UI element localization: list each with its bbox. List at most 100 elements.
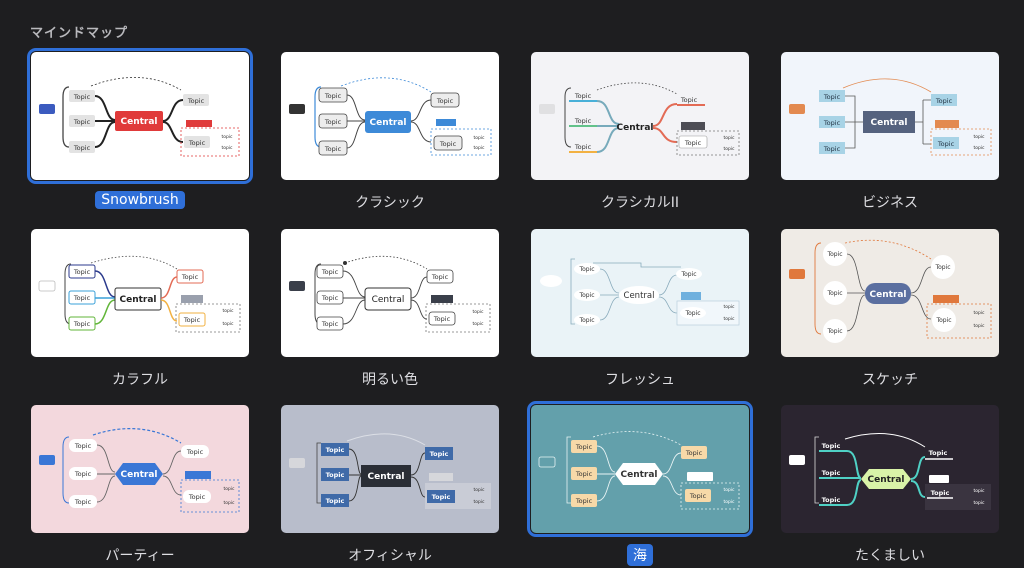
- svg-text:topic: topic: [723, 316, 735, 322]
- svg-text:topic: topic: [723, 487, 735, 493]
- preview-snowbrush: Topic Topic Topic Central Topic Topic to…: [39, 77, 240, 157]
- theme-label-business[interactable]: ビジネス: [862, 195, 918, 211]
- theme-label-official[interactable]: オフィシャル: [348, 548, 432, 564]
- theme-card-colorful[interactable]: Topic Topic Topic Central Topic Topic to…: [31, 229, 249, 357]
- preview-sketch: Topic Topic Topic Central Topic Topic to…: [789, 239, 992, 343]
- svg-text:Central: Central: [119, 295, 156, 305]
- svg-text:Topic: Topic: [188, 493, 206, 501]
- theme-card-sea[interactable]: Topic Topic Topic Central Topic Topic to…: [527, 401, 753, 537]
- svg-text:Topic: Topic: [326, 497, 345, 505]
- svg-text:Topic: Topic: [935, 97, 953, 105]
- svg-text:topic: topic: [973, 488, 985, 494]
- svg-text:Topic: Topic: [680, 96, 698, 104]
- svg-text:topic: topic: [973, 323, 985, 329]
- svg-text:Central: Central: [620, 470, 657, 480]
- svg-text:Topic: Topic: [436, 97, 454, 105]
- svg-text:topic: topic: [473, 487, 485, 493]
- preview-colorful: Topic Topic Topic Central Topic Topic to…: [38, 255, 241, 333]
- theme-card-classical2[interactable]: Topic Topic Topic Central Topic Topic to…: [531, 52, 749, 180]
- svg-text:Central: Central: [120, 117, 157, 127]
- svg-text:Topic: Topic: [324, 92, 342, 100]
- svg-text:topic: topic: [222, 321, 234, 327]
- theme-card-snowbrush[interactable]: Topic Topic Topic Central Topic Topic to…: [27, 48, 253, 184]
- theme-card-tough[interactable]: Topic Topic Topic Central Topic Topic to…: [781, 405, 999, 533]
- theme-label-party[interactable]: パーティー: [105, 548, 175, 564]
- svg-text:topic: topic: [223, 486, 235, 492]
- theme-card-fresh[interactable]: Topic Topic Topic Central Topic Topic to…: [531, 229, 749, 357]
- svg-text:topic: topic: [723, 135, 735, 141]
- svg-text:Topic: Topic: [181, 273, 199, 281]
- svg-text:Topic: Topic: [823, 93, 841, 101]
- svg-text:Topic: Topic: [685, 449, 703, 457]
- svg-text:topic: topic: [723, 304, 735, 310]
- svg-text:Topic: Topic: [74, 470, 92, 478]
- svg-text:topic: topic: [223, 500, 235, 506]
- svg-text:topic: topic: [221, 134, 233, 140]
- svg-text:Topic: Topic: [187, 97, 205, 105]
- svg-text:topic: topic: [222, 308, 234, 314]
- theme-card-business[interactable]: Topic Topic Topic Central Topic Topic to…: [781, 52, 999, 180]
- svg-text:Topic: Topic: [432, 493, 451, 501]
- svg-text:topic: topic: [221, 145, 233, 151]
- theme-card-bright[interactable]: Topic Topic Topic Central Topic Topic to…: [281, 229, 499, 357]
- svg-text:Topic: Topic: [324, 145, 342, 153]
- preview-bright: Topic Topic Topic Central Topic Topic to…: [289, 255, 491, 333]
- svg-text:Topic: Topic: [578, 292, 594, 299]
- svg-text:Topic: Topic: [73, 320, 91, 328]
- svg-text:Topic: Topic: [689, 492, 707, 500]
- theme-card-party[interactable]: Topic Topic Topic Central Topic Topic to…: [31, 405, 249, 533]
- theme-label-classical2[interactable]: クラシカルII: [601, 195, 679, 211]
- svg-text:Topic: Topic: [684, 139, 702, 147]
- svg-text:Topic: Topic: [575, 497, 593, 505]
- preview-classical2: Topic Topic Topic Central Topic Topic to…: [539, 82, 740, 156]
- svg-text:topic: topic: [472, 321, 484, 327]
- svg-text:Central: Central: [867, 475, 904, 485]
- theme-label-fresh[interactable]: フレッシュ: [605, 372, 675, 388]
- theme-card-official[interactable]: Topic Topic Topic Central Topic Topic to…: [281, 405, 499, 533]
- svg-text:Topic: Topic: [73, 118, 91, 126]
- svg-text:Topic: Topic: [574, 92, 592, 100]
- theme-label-sea[interactable]: 海: [531, 544, 749, 566]
- preview-party: Topic Topic Topic Central Topic Topic to…: [39, 428, 240, 513]
- svg-text:Topic: Topic: [578, 317, 594, 324]
- svg-text:Central: Central: [369, 118, 406, 128]
- theme-label-classic[interactable]: クラシック: [355, 195, 425, 211]
- theme-label-snowbrush[interactable]: Snowbrush: [31, 191, 249, 209]
- svg-text:Topic: Topic: [326, 446, 345, 454]
- svg-text:Topic: Topic: [822, 496, 841, 504]
- theme-label-sketch[interactable]: スケッチ: [862, 372, 918, 388]
- preview-tough: Topic Topic Topic Central Topic Topic to…: [789, 433, 991, 510]
- svg-text:topic: topic: [473, 499, 485, 505]
- svg-text:Central: Central: [869, 290, 906, 300]
- theme-label-bright[interactable]: 明るい色: [362, 372, 418, 388]
- svg-text:Topic: Topic: [574, 143, 592, 151]
- svg-text:Topic: Topic: [931, 489, 950, 497]
- svg-text:Topic: Topic: [433, 315, 451, 323]
- svg-text:topic: topic: [723, 499, 735, 505]
- svg-text:Topic: Topic: [935, 317, 951, 324]
- preview-official: Topic Topic Topic Central Topic Topic to…: [289, 433, 491, 509]
- svg-text:Central: Central: [870, 118, 907, 128]
- svg-text:Topic: Topic: [826, 290, 842, 297]
- svg-text:Topic: Topic: [430, 450, 449, 458]
- svg-text:Topic: Topic: [929, 449, 948, 457]
- svg-text:Topic: Topic: [321, 268, 339, 276]
- svg-text:Topic: Topic: [575, 443, 593, 451]
- svg-text:Topic: Topic: [321, 294, 339, 302]
- svg-text:Topic: Topic: [73, 268, 91, 276]
- svg-text:Topic: Topic: [823, 145, 841, 153]
- theme-card-sketch[interactable]: Topic Topic Topic Central Topic Topic to…: [781, 229, 999, 357]
- svg-text:topic: topic: [973, 500, 985, 506]
- svg-text:Topic: Topic: [574, 117, 592, 125]
- theme-label-tough[interactable]: たくましい: [855, 548, 925, 564]
- svg-text:topic: topic: [723, 146, 735, 152]
- theme-card-classic[interactable]: Topic Topic Topic Central Topic Topic to…: [281, 52, 499, 180]
- svg-text:Central: Central: [616, 123, 653, 133]
- svg-text:Topic: Topic: [74, 498, 92, 506]
- preview-business: Topic Topic Topic Central Topic Topic to…: [789, 78, 992, 156]
- svg-text:Topic: Topic: [186, 448, 204, 456]
- svg-text:Topic: Topic: [73, 93, 91, 101]
- svg-text:Topic: Topic: [73, 294, 91, 302]
- theme-label-colorful[interactable]: カラフル: [112, 372, 168, 388]
- svg-text:Topic: Topic: [575, 470, 593, 478]
